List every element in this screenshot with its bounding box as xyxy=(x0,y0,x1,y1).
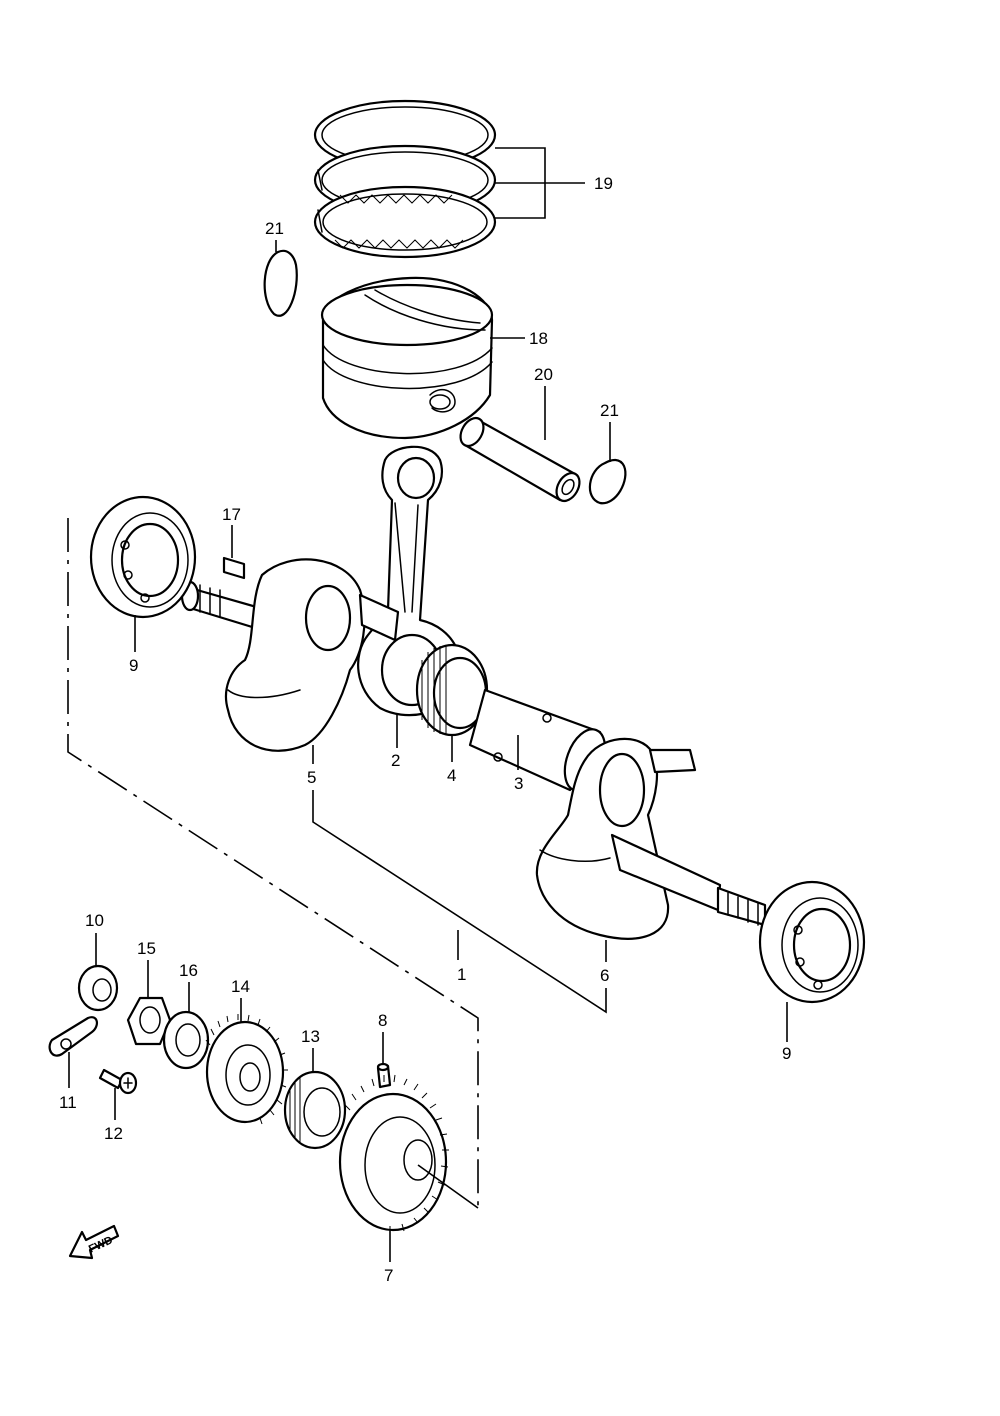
crank-web-left xyxy=(180,558,400,752)
callout-4: 4 xyxy=(447,766,456,785)
woodruff-key xyxy=(222,556,246,580)
piston-rings xyxy=(313,99,497,259)
washer xyxy=(162,1010,210,1070)
piston xyxy=(320,276,494,440)
callout-8: 8 xyxy=(378,1011,387,1030)
callout-17: 17 xyxy=(222,505,241,524)
spacer-collar xyxy=(77,964,119,1012)
callout-9-right: 9 xyxy=(782,1044,791,1063)
callout-numbers: 1 2 3 4 5 6 7 8 9 9 10 11 12 13 14 15 16… xyxy=(59,174,791,1285)
callout-11: 11 xyxy=(59,1093,77,1112)
callout-9-left: 9 xyxy=(129,656,138,675)
callout-3: 3 xyxy=(514,774,523,793)
callout-20: 20 xyxy=(534,365,553,384)
assembly-bracket xyxy=(67,518,479,1210)
callout-16: 16 xyxy=(179,961,198,980)
callout-10: 10 xyxy=(85,911,104,930)
lock-plate xyxy=(48,1016,98,1057)
callout-15: 15 xyxy=(137,939,156,958)
callout-12: 12 xyxy=(104,1124,123,1143)
callout-13: 13 xyxy=(301,1027,320,1046)
circlip-lower xyxy=(588,458,627,505)
needle-bearing-small xyxy=(283,1070,347,1150)
screw xyxy=(98,1068,138,1095)
fwd-arrow-icon: FWD xyxy=(68,1224,120,1260)
bearing-right xyxy=(758,880,866,1004)
bearing-left xyxy=(89,495,197,619)
leader-lines xyxy=(68,147,788,1262)
callout-18: 18 xyxy=(529,329,548,348)
callout-7: 7 xyxy=(384,1266,393,1285)
drive-gear-small xyxy=(205,1014,288,1125)
callout-1: 1 xyxy=(457,965,466,984)
primary-drive-gear xyxy=(338,1074,449,1233)
piston-pin xyxy=(459,416,581,503)
callout-14: 14 xyxy=(231,977,250,996)
oil-ring xyxy=(313,185,497,259)
callout-5: 5 xyxy=(307,768,316,787)
callout-2: 2 xyxy=(391,751,400,770)
callout-19: 19 xyxy=(594,174,613,193)
circlip-upper xyxy=(263,249,298,317)
callout-21-lower: 21 xyxy=(600,401,619,420)
callout-21-upper: 21 xyxy=(265,219,284,238)
callout-6: 6 xyxy=(600,966,609,985)
crank-web-right xyxy=(535,737,767,940)
